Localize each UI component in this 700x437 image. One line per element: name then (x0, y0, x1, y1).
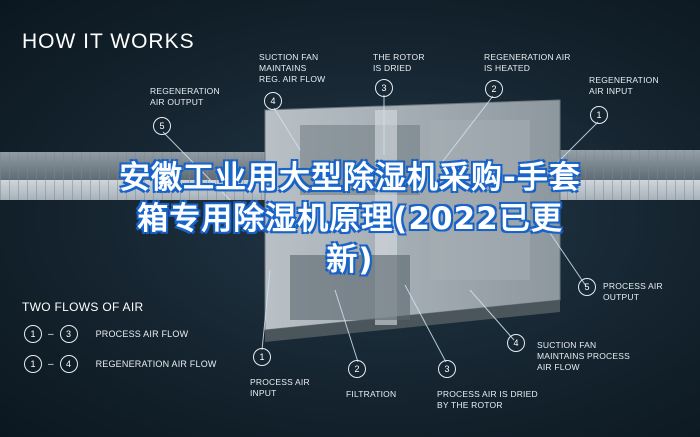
page-title: HOW IT WORKS (22, 30, 195, 53)
process-air-input-label: PROCESS AIR INPUT (250, 377, 310, 398)
flow-label: PROCESS AIR FLOW (95, 329, 189, 339)
left-duct (0, 152, 285, 200)
step-1-badge: 1 (590, 106, 608, 124)
cabinet-base (265, 300, 560, 342)
step-1-process-badge: 1 (253, 348, 271, 366)
right-duct (535, 150, 700, 200)
step-2-badge: 2 (485, 80, 503, 98)
overlay-title-banner: 安徽工业用大型除湿机采购-手套箱专用除湿机原理(2022已更新) (119, 160, 581, 278)
step-5-badge: 5 (153, 117, 171, 135)
filtration-label: FILTRATION (346, 389, 397, 399)
process-air-dried-label: PROCESS AIR IS DRIED BY THE ROTOR (437, 389, 538, 410)
flow-label: REGENERATION AIR FLOW (95, 359, 217, 369)
flow-start-badge: 1 (24, 355, 42, 373)
heater-compartment (430, 120, 530, 280)
flow-start-badge: 1 (24, 325, 42, 343)
regen-air-output-label: REGENERATION AIR OUTPUT (150, 86, 220, 107)
flow-end-badge: 4 (59, 355, 78, 373)
flows-legend-title: TWO FLOWS OF AIR (22, 300, 144, 314)
step-4-process-badge: 4 (507, 334, 525, 352)
suction-fan-process-label: SUCTION FAN MAINTAINS PROCESS AIR FLOW (537, 340, 630, 372)
regen-heated-label: REGENERATION AIR IS HEATED (484, 52, 571, 73)
step-3-process-badge: 3 (438, 360, 456, 378)
rotor-dried-label: THE ROTOR IS DRIED (373, 52, 425, 73)
flow-end-badge: 3 (59, 325, 78, 343)
step-2-filtration-badge: 2 (348, 360, 366, 378)
fan-compartment (300, 125, 420, 195)
filter-compartment (290, 255, 410, 320)
step-4-badge: 4 (264, 92, 282, 110)
suction-fan-reg-label: SUCTION FAN MAINTAINS REG. AIR FLOW (259, 52, 326, 84)
step-3-badge: 3 (375, 79, 393, 97)
flow-legend-regeneration: 1 – 4 REGENERATION AIR FLOW (24, 355, 217, 373)
process-air-output-label: PROCESS AIR OUTPUT (603, 281, 663, 302)
flow-legend-process: 1 – 3 PROCESS AIR FLOW (24, 325, 188, 343)
step-5-process-badge: 5 (578, 278, 596, 296)
regen-input-label: REGENERATION AIR INPUT (589, 75, 659, 96)
